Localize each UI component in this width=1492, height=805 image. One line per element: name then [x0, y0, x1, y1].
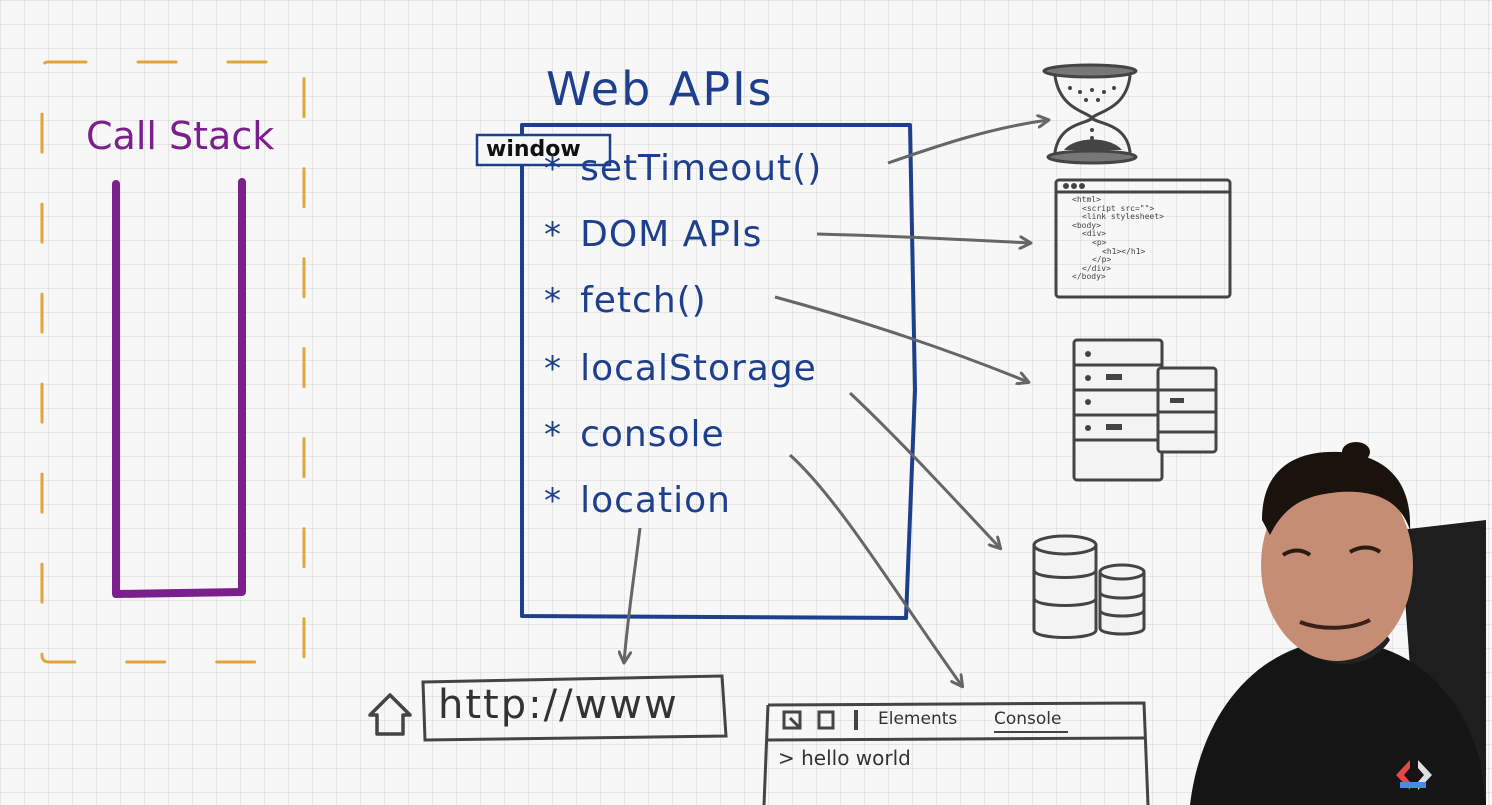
- devtools-console-icon: [762, 701, 1150, 805]
- call-stack-title: Call Stack: [86, 114, 275, 158]
- arrow-console: [788, 453, 962, 686]
- url-bar-frame: [421, 674, 728, 742]
- code-line: <div>: [1082, 229, 1107, 239]
- web-api-label: localStorage: [580, 348, 817, 389]
- web-apis-box: [520, 123, 917, 620]
- arrow-location: [624, 527, 642, 662]
- html-document-icon: [1054, 178, 1232, 299]
- devtools-tab-console: Console: [994, 709, 1062, 729]
- bullet-icon: *: [544, 349, 561, 389]
- web-api-item-settimeout: * setTimeout(): [544, 148, 822, 189]
- bullet-icon: *: [544, 281, 561, 321]
- console-output: > hello world: [778, 746, 911, 770]
- code-line: <body>: [1072, 220, 1101, 230]
- web-api-item-location: * location: [544, 480, 731, 521]
- call-stack-dashed-border: [40, 60, 306, 664]
- code-line: </div>: [1082, 263, 1111, 273]
- bullet-icon: *: [544, 415, 561, 455]
- call-stack-container: [112, 178, 246, 598]
- bullet-icon: *: [544, 215, 561, 255]
- database-icon: [1032, 534, 1146, 639]
- window-tag: window: [486, 137, 581, 162]
- web-api-item-localstorage: * localStorage: [544, 348, 817, 389]
- bullet-icon: *: [544, 481, 561, 521]
- code-line: </p>: [1092, 255, 1112, 265]
- presenter-video: [1190, 442, 1486, 805]
- web-api-label: setTimeout(): [580, 148, 823, 189]
- window-tag-box: [475, 133, 612, 167]
- code-line: <html>: [1072, 195, 1101, 204]
- code-line: <p>: [1092, 237, 1107, 247]
- code-line: <script src="">: [1082, 203, 1155, 213]
- code-line: </body>: [1072, 272, 1106, 282]
- web-api-label: console: [580, 414, 725, 455]
- code-line: <link stylesheet>: [1082, 212, 1164, 222]
- arrow-dom-apis: [816, 232, 1030, 243]
- web-api-label: location: [580, 480, 731, 521]
- arrow-localstorage: [848, 391, 1000, 548]
- web-apis-title: Web APIs: [546, 62, 774, 116]
- code-line: <h1></h1>: [1102, 246, 1146, 256]
- web-api-label: DOM APIs: [580, 214, 763, 255]
- web-api-label: fetch(): [580, 280, 707, 321]
- web-api-item-console: * console: [544, 414, 725, 455]
- arrow-settimeout: [887, 120, 1048, 165]
- web-api-item-fetch: * fetch(): [544, 280, 707, 321]
- html-code-snippet: <html> <script src=""> <link stylesheet>…: [1072, 195, 1222, 282]
- bullet-icon: *: [544, 149, 561, 189]
- arrow-fetch: [774, 295, 1028, 382]
- url-bar-text: http://www: [438, 682, 679, 728]
- home-icon: [368, 693, 412, 736]
- devtools-tab-elements: Elements: [878, 709, 958, 729]
- web-api-item-dom-apis: * DOM APIs: [544, 214, 762, 255]
- server-icon: [1072, 338, 1218, 482]
- hourglass-icon: [1042, 63, 1138, 165]
